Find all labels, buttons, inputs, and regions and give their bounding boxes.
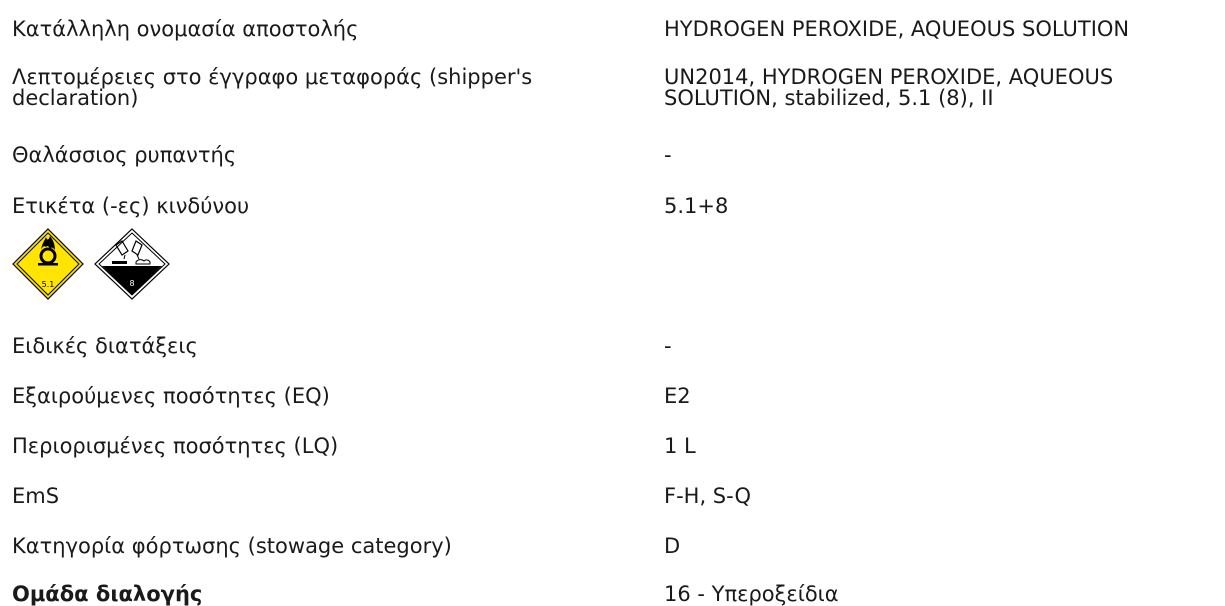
row-value: UN2014, HYDROGEN PEROXIDE, AQUEOUS SOLUT… (664, 65, 1114, 110)
row-label: Περιορισμένες ποσότητες (LQ) (12, 434, 339, 458)
row-value: - (664, 143, 672, 167)
row-label: Ετικέτα (-ες) κινδύνου (12, 194, 250, 218)
corrosive-icon: 8 (94, 228, 170, 300)
row-label: Ομάδα διαλογής (12, 582, 203, 606)
row-label: EmS (12, 484, 60, 508)
hazard-class-number: 8 (129, 279, 134, 288)
hazard-class-number: 5.1 (42, 280, 55, 289)
row-label: Κατηγορία φόρτωσης (stowage category) (12, 534, 452, 558)
hazard-label-oxidizer: 5.1 (12, 228, 84, 300)
row-value: 5.1+8 (664, 194, 729, 218)
row-value: - (664, 334, 672, 358)
row-label: Ειδικές διατάξεις (12, 334, 198, 358)
row-label: Θαλάσσιος ρυπαντής (12, 143, 237, 167)
row-value: 16 - Υπεροξείδια (664, 582, 839, 606)
row-value: F-H, S-Q (664, 484, 752, 508)
row-label: Λεπτομέρειες στο έγγραφο μεταφοράς (ship… (12, 65, 533, 110)
row-value: 1 L (664, 434, 696, 458)
hazard-label-images: 5.1 8 (12, 228, 182, 300)
row-value: HYDROGEN PEROXIDE, AQUEOUS SOLUTION (664, 17, 1130, 41)
row-value: D (664, 534, 681, 558)
oxidizer-flame-over-circle-icon: 5.1 (12, 228, 84, 300)
row-label: Εξαιρούμενες ποσότητες (EQ) (12, 384, 330, 408)
row-value: E2 (664, 384, 691, 408)
row-label: Κατάλληλη ονομασία αποστολής (12, 17, 359, 41)
hazard-label-corrosive: 8 (94, 228, 170, 300)
